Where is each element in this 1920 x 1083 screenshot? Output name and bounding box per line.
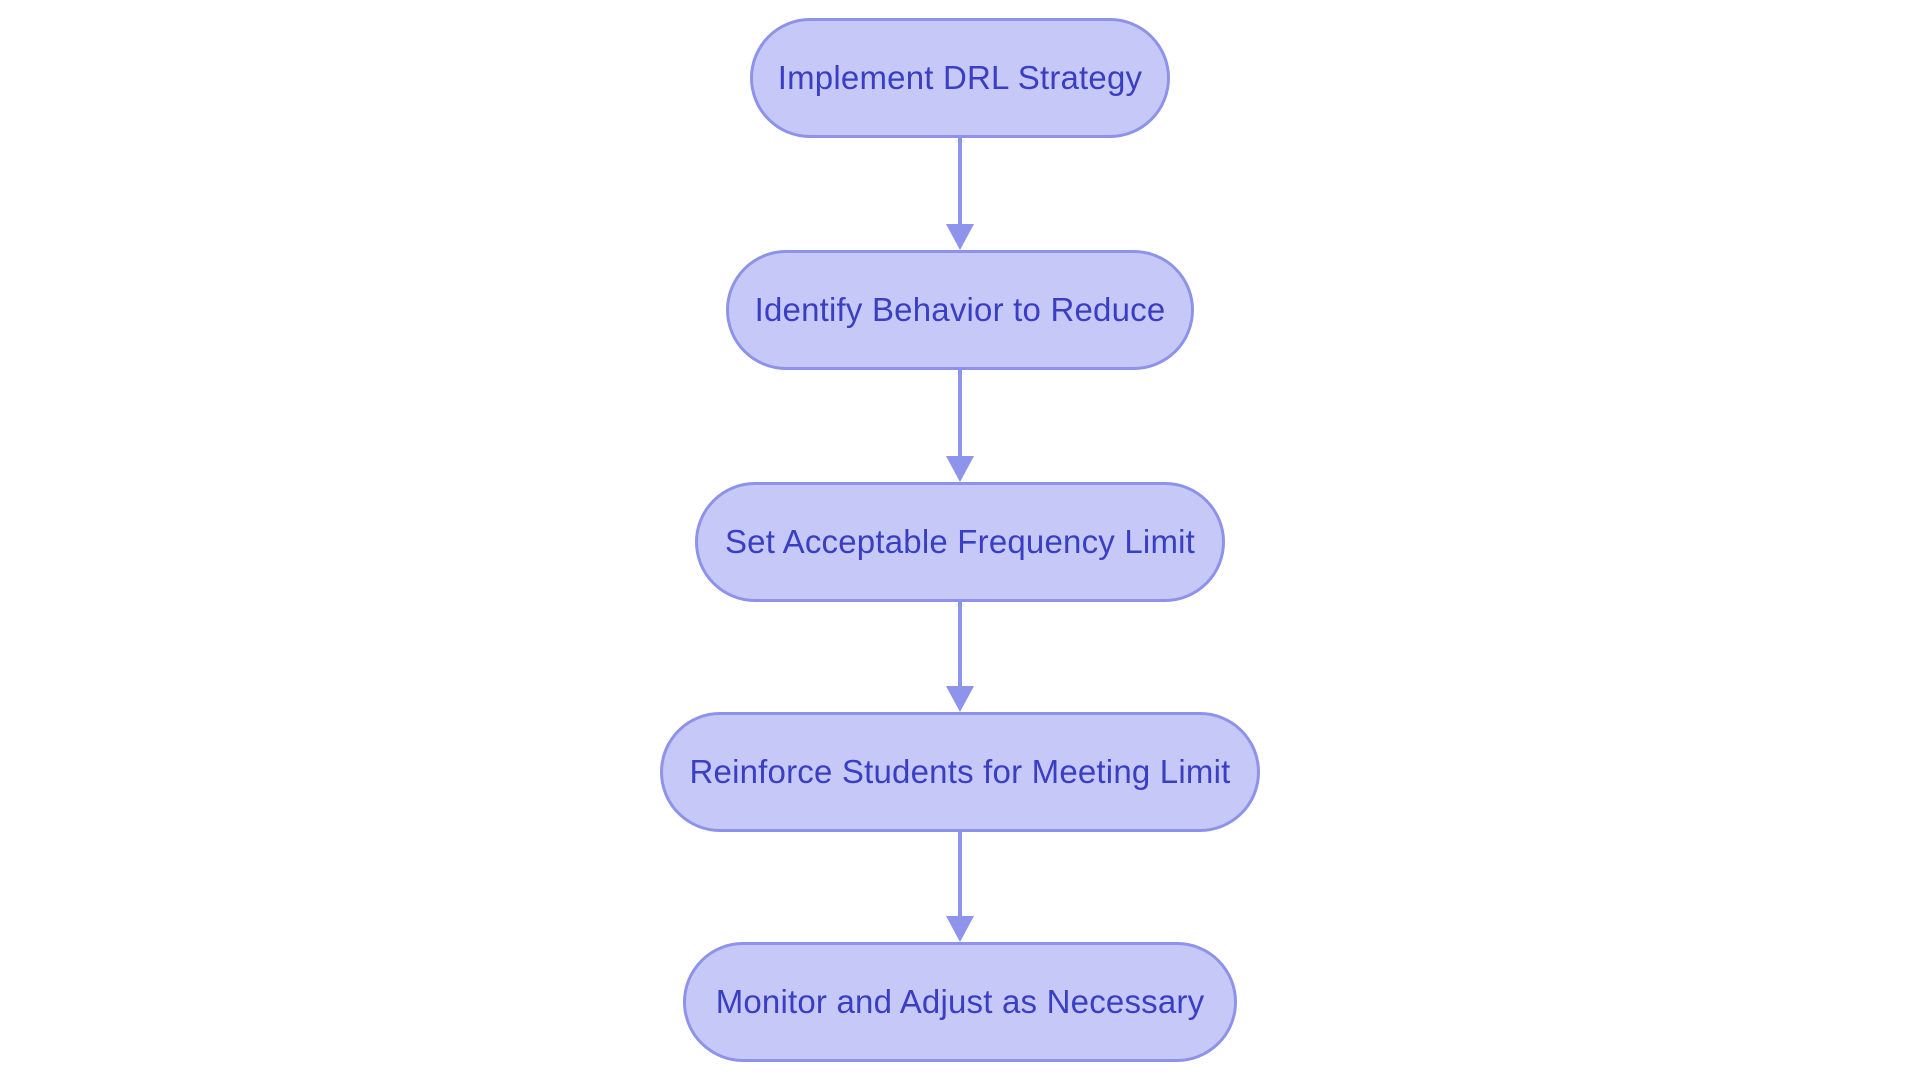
flow-connector-3 [946,602,974,712]
flow-connector-2 [946,370,974,482]
flow-node-identify-behavior-to-reduce: Identify Behavior to Reduce [726,250,1194,370]
flow-connector-4 [946,832,974,942]
flow-node-label: Implement DRL Strategy [777,59,1143,96]
flow-connector-1 [946,138,974,250]
arrow-shaft [958,138,962,224]
arrow-down-icon [946,916,974,942]
flow-node-monitor-and-adjust-as-necessary: Monitor and Adjust as Necessary [683,942,1237,1062]
flow-node-set-acceptable-frequency-limit: Set Acceptable Frequency Limit [695,482,1225,602]
flow-node-implement-drl-strategy: Implement DRL Strategy [750,18,1170,138]
flow-node-label: Identify Behavior to Reduce [754,291,1166,328]
arrow-down-icon [946,456,974,482]
arrow-shaft [958,832,962,916]
arrow-shaft [958,602,962,686]
flow-node-reinforce-students-for-meeting-limit: Reinforce Students for Meeting Limit [660,712,1260,832]
flow-node-label: Monitor and Adjust as Necessary [715,983,1205,1020]
flow-node-label: Set Acceptable Frequency Limit [724,523,1196,560]
arrow-down-icon [946,224,974,250]
flow-node-label: Reinforce Students for Meeting Limit [689,753,1231,790]
arrow-shaft [958,370,962,456]
arrow-down-icon [946,686,974,712]
